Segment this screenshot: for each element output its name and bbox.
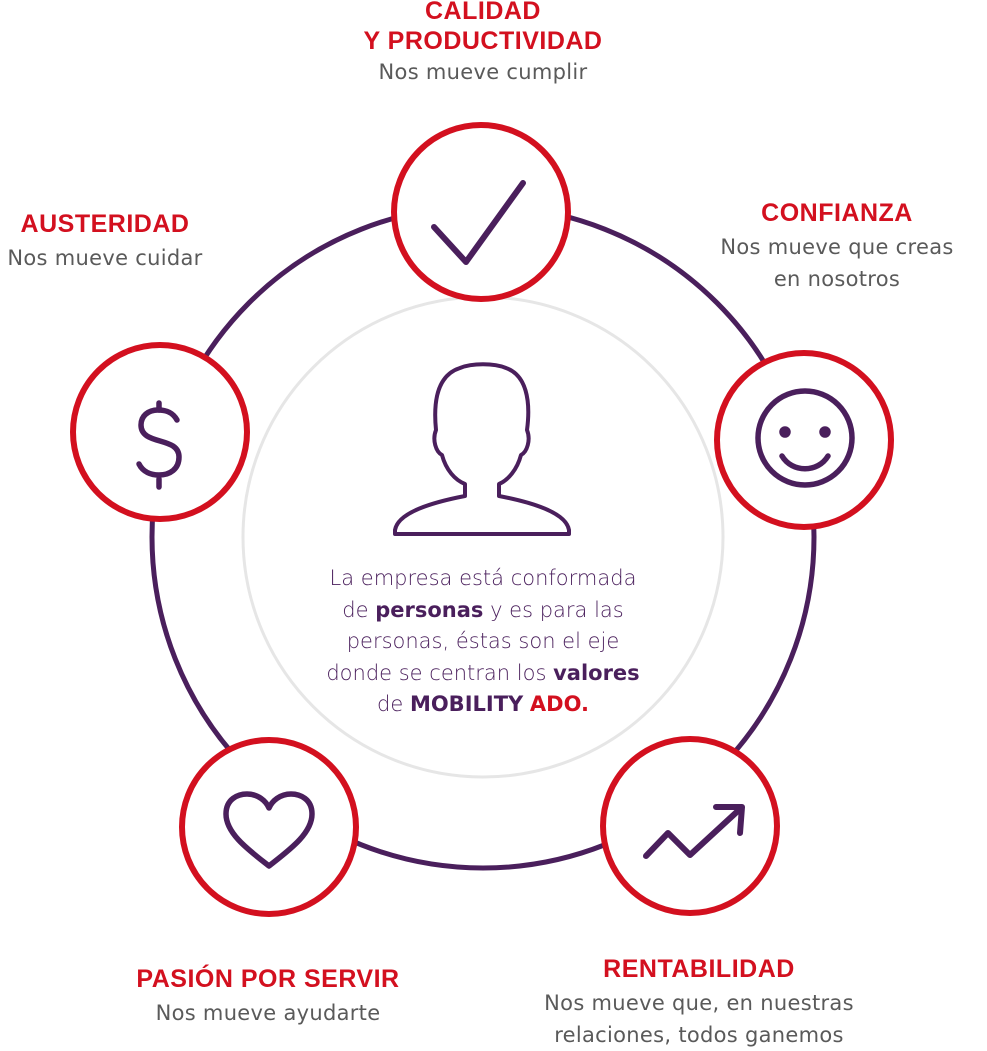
value-label-calidad: CALIDAD Y PRODUCTIVIDAD Nos mueve cumpli… (283, 0, 683, 88)
center-statement: La empresa está conformada de personas y… (280, 563, 686, 721)
value-title: CALIDAD Y PRODUCTIVIDAD (363, 0, 603, 55)
value-description: Nos mueve que, en nuestras relaciones, t… (544, 991, 854, 1047)
node-calidad-circle (391, 122, 571, 302)
center-emphasis-valores: valores (553, 660, 640, 685)
heart-icon (223, 791, 315, 869)
person-icon (393, 362, 571, 536)
value-title: AUSTERIDAD (20, 210, 190, 238)
node-confianza-circle (714, 350, 894, 530)
center-line-2: de personas y es para las (280, 595, 686, 627)
brand-ado: ADO. (529, 692, 589, 716)
center-text-segment: de (342, 597, 376, 622)
value-description: Nos mueve cuidar (7, 246, 203, 270)
center-text-segment: y es para las (483, 597, 624, 622)
center-line-3: personas, éstas son el eje (346, 629, 620, 653)
center-line-4: donde se centran los valores (280, 658, 686, 690)
center-text-segment: donde se centran los (326, 660, 554, 685)
center-line-5: de MOBILITY ADO. (280, 689, 686, 721)
value-description: Nos mueve cumplir (378, 60, 588, 84)
value-label-confianza: CONFIANZA Nos mueve que creas en nosotro… (700, 198, 974, 295)
value-title: PASIÓN POR SERVIR (136, 965, 400, 993)
value-description: Nos mueve que creas en nosotros (720, 235, 954, 291)
trending-up-arrow-icon (643, 804, 745, 859)
smiley-face-icon (755, 388, 855, 488)
center-line-1: La empresa está conformada (329, 566, 637, 590)
dollar-sign-icon (136, 400, 182, 490)
value-title: CONFIANZA (761, 199, 913, 227)
node-rentabilidad-circle (600, 736, 780, 916)
brand-mobility: MOBILITY (409, 692, 524, 716)
value-description: Nos mueve ayudarte (155, 1001, 381, 1025)
node-austeridad-circle (70, 342, 250, 522)
value-label-rentabilidad: RENTABILIDAD Nos mueve que, en nuestras … (504, 954, 894, 1051)
center-text-segment: de (377, 692, 410, 716)
node-pasion-circle (179, 737, 359, 917)
value-label-pasion: PASIÓN POR SERVIR Nos mueve ayudarte (108, 964, 428, 1029)
checkmark-icon (431, 180, 526, 265)
value-title: RENTABILIDAD (603, 955, 795, 983)
value-label-austeridad: AUSTERIDAD Nos mueve cuidar (0, 209, 212, 274)
center-emphasis-personas: personas (375, 597, 484, 622)
